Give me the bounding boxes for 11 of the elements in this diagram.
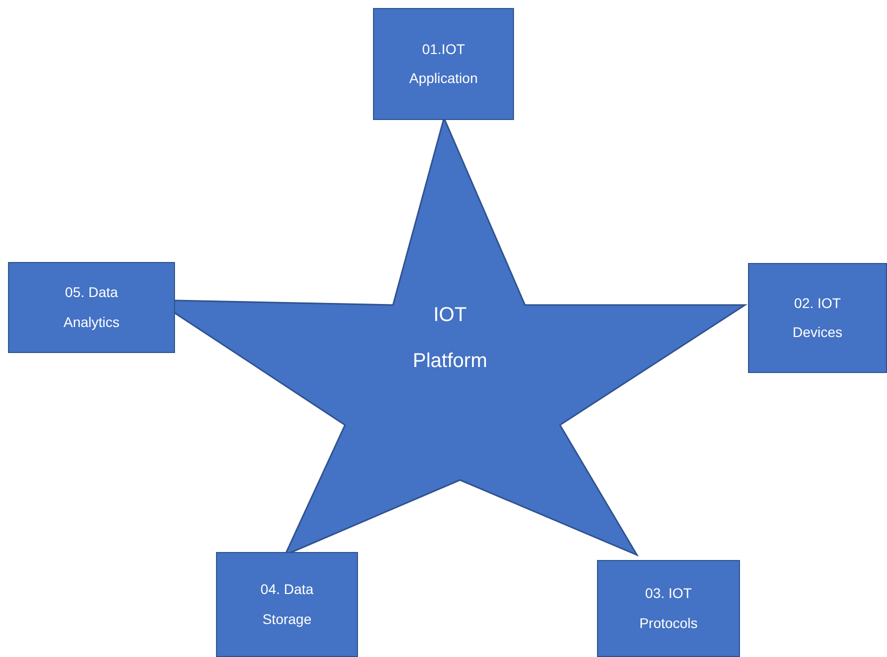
process-box (597, 560, 740, 657)
node-label: 05. Data Analytics (62, 283, 121, 332)
process-box (373, 8, 514, 120)
node-label: 01.IOT Application (408, 40, 479, 88)
node-label: IOT Platform (412, 302, 488, 374)
node-label: 02. IOT Devices (792, 294, 844, 342)
process-box (216, 552, 358, 657)
node-label: 03. IOT Protocols (638, 584, 699, 632)
process-box (748, 263, 887, 373)
node-label: 04. Data Storage (260, 580, 314, 629)
process-box (8, 262, 175, 353)
